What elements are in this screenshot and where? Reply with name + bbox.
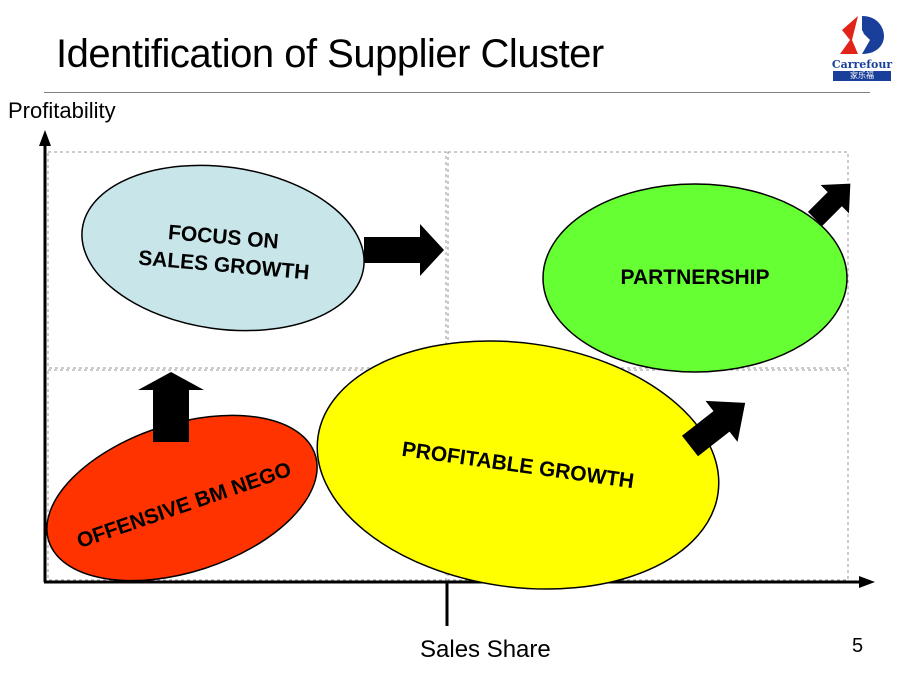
quadrant-bottom-left [47, 369, 447, 581]
page-number: 5 [852, 635, 864, 657]
arrow-diagonal-partnership [807, 183, 851, 227]
carrefour-logo-icon [840, 16, 884, 54]
arrow-up [138, 372, 204, 442]
arrow-diagonal-profitable [681, 400, 746, 457]
profitable-growth-ellipse [316, 340, 720, 590]
quadrant-bottom-right [447, 369, 849, 581]
title-divider [44, 92, 870, 93]
x-axis-arrowhead [859, 576, 875, 588]
partnership-label: PARTNERSHIP [621, 266, 770, 289]
partnership-ellipse [542, 183, 848, 373]
page-title: Identification of Supplier Cluster [56, 32, 604, 76]
axes [39, 130, 875, 626]
arrow-right [364, 224, 444, 276]
y-axis-arrowhead [39, 130, 51, 146]
focus-sales-growth-ellipse [81, 164, 365, 332]
x-axis-label: Sales Share [420, 636, 551, 663]
y-axis-label: Profitability [8, 98, 116, 123]
logo-brand-text: Carrefour [831, 58, 893, 71]
logo-subtitle: 家乐福 [833, 71, 891, 81]
quadrant-top-left [47, 151, 447, 369]
